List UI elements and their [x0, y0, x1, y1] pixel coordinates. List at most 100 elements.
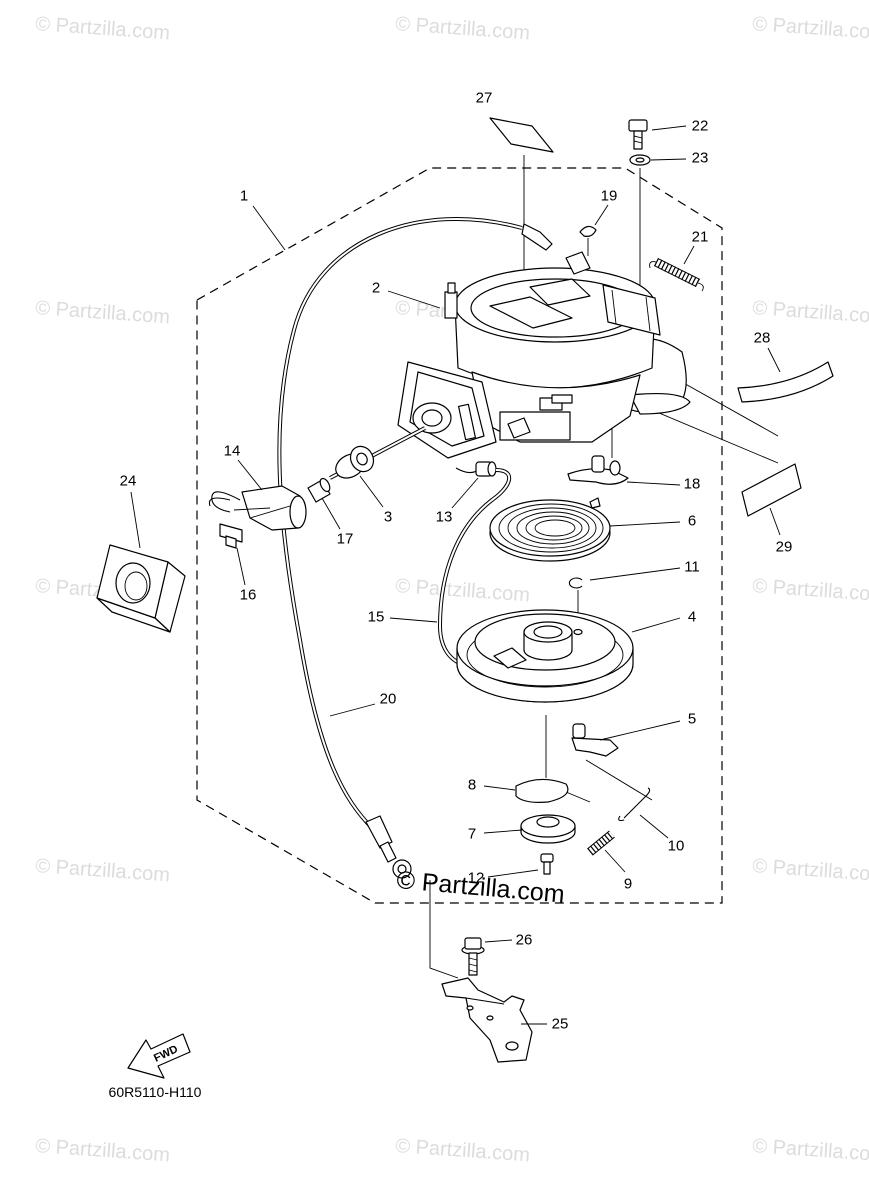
callout-10: 10	[639, 814, 685, 855]
callout-16-number: 16	[240, 587, 257, 604]
assembly-outline	[196, 167, 723, 904]
part-9-spring	[587, 830, 615, 856]
watermark: © Partzilla.com	[752, 855, 869, 886]
callout-10-number: 10	[668, 838, 685, 855]
callout-6-number: 6	[688, 513, 696, 530]
part-28-decal	[737, 361, 834, 403]
callout-3-number: 3	[384, 509, 392, 526]
part-4-pulley	[456, 609, 634, 703]
callout-22-number: 22	[692, 118, 709, 135]
callout-2: 2	[372, 280, 441, 309]
part-26-bolt	[461, 937, 485, 976]
watermark: © Partzilla.com	[752, 575, 869, 606]
callout-11-number: 11	[684, 559, 700, 576]
callout-12-number: 12	[468, 870, 485, 887]
callout-18: 18	[626, 476, 701, 493]
callout-25-number: 25	[552, 1016, 569, 1033]
part-25-bracket	[441, 977, 533, 1063]
callout-17: 17	[321, 497, 354, 548]
callout-28: 28	[754, 330, 781, 373]
watermark: © Partzilla.com	[752, 297, 869, 328]
part-29-decal	[741, 463, 802, 517]
part-19-clip	[579, 225, 597, 256]
part-23-washer	[629, 154, 651, 166]
callout-15: 15	[368, 609, 438, 626]
watermark: © Partzilla.com	[35, 855, 171, 886]
part-16-clip	[219, 523, 243, 549]
part-22-bolt	[628, 119, 648, 150]
part-8-plate	[515, 778, 569, 803]
callout-1: 1	[240, 188, 286, 251]
callout-4: 4	[631, 609, 696, 633]
callout-27-number: 27	[476, 90, 493, 107]
watermark: © Partzilla.com	[395, 575, 531, 606]
part-17-ferrule	[307, 477, 331, 503]
callout-8: 8	[468, 777, 516, 794]
watermark: © Partzilla.com	[35, 297, 171, 328]
watermark: © Partzilla.com	[752, 1135, 869, 1166]
part-13-grommet	[455, 461, 497, 477]
part-5-pawl	[571, 723, 619, 757]
callout-19-number: 19	[601, 188, 618, 205]
callout-5-number: 5	[688, 711, 696, 728]
callout-21-number: 21	[692, 229, 709, 246]
callout-11: 11	[589, 559, 700, 581]
part-3-cable-boot	[329, 426, 426, 480]
part-15-cable	[437, 468, 511, 668]
part-starter-housing	[397, 251, 691, 459]
part-7-cap	[520, 814, 576, 844]
part-11-circlip	[568, 577, 583, 589]
callout-22: 22	[651, 118, 709, 135]
part-10-spring	[618, 787, 651, 822]
callout-23-number: 23	[692, 150, 709, 167]
callout-24: 24	[120, 473, 141, 549]
part-27-decal	[489, 117, 554, 153]
callout-23: 23	[650, 150, 709, 167]
callout-6: 6	[609, 513, 696, 530]
callout-8-number: 8	[468, 777, 476, 794]
diagram-code: 60R5110-H110	[109, 1084, 202, 1100]
callout-9-number: 9	[624, 876, 632, 893]
callout-17-number: 17	[337, 531, 354, 548]
callout-4-number: 4	[688, 609, 696, 626]
part-21-spring	[649, 257, 704, 292]
callout-21: 21	[683, 229, 709, 265]
watermark: © Partzilla.com	[752, 13, 869, 44]
watermark: © Partzilla.com	[395, 1135, 531, 1166]
callout-3: 3	[359, 475, 392, 526]
overlay-watermark: © Partzilla.com	[395, 866, 565, 909]
callout-13-number: 13	[436, 509, 453, 526]
callout-15-number: 15	[368, 609, 385, 626]
callout-27: 27	[476, 90, 493, 107]
part-24-grommet	[96, 544, 186, 633]
callout-12: 12	[468, 870, 539, 887]
callout-25: 25	[521, 1016, 568, 1033]
callout-20: 20	[329, 691, 397, 717]
callout-29: 29	[769, 507, 793, 556]
part-6-spiral-spring	[489, 497, 611, 562]
callout-16: 16	[236, 547, 257, 604]
callout-7: 7	[468, 826, 523, 843]
callout-24-number: 24	[120, 473, 137, 490]
callout-5: 5	[599, 711, 696, 741]
watermark: © Partzilla.com	[395, 13, 531, 44]
watermark: © Partzilla.com	[35, 13, 171, 44]
fwd-arrow-icon: FWD	[127, 1033, 191, 1079]
callout-14-number: 14	[224, 443, 241, 460]
callout-20-number: 20	[380, 691, 397, 708]
callout-26: 26	[484, 932, 532, 949]
callout-29-number: 29	[776, 539, 793, 556]
callout-7-number: 7	[468, 826, 476, 843]
part-20-cable	[277, 216, 553, 879]
part-18-lever	[567, 455, 629, 485]
part-12-bolt	[540, 853, 554, 875]
callout-9: 9	[604, 849, 632, 893]
callout-14: 14	[224, 443, 263, 491]
callout-18-number: 18	[684, 476, 701, 493]
callout-2-number: 2	[372, 280, 380, 297]
callout-1-number: 1	[240, 188, 248, 205]
callout-13: 13	[436, 477, 479, 526]
callout-28-number: 28	[754, 330, 771, 347]
callouts: 1 2 3 4 5 6 7 8 9 10 11 12 13 14 15 16 1…	[120, 90, 793, 1033]
callout-19: 19	[594, 188, 618, 226]
